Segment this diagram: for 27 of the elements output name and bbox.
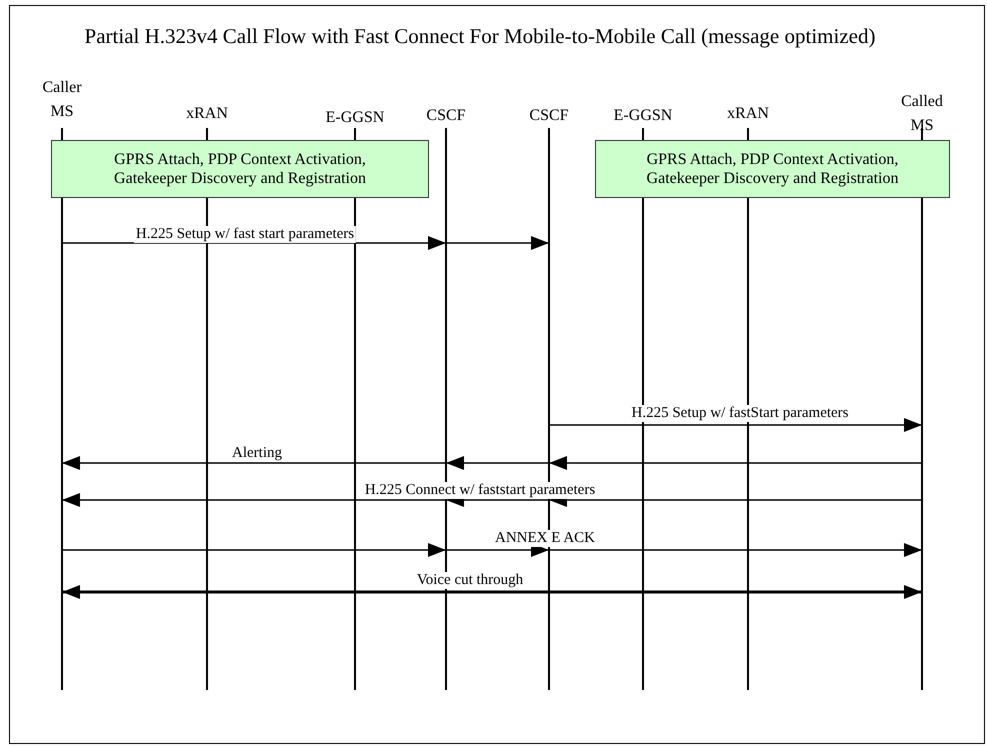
message-arrow bbox=[446, 236, 549, 250]
process-box: GPRS Attach, PDP Context Activation, Gatekeeper Discovery and Registration bbox=[51, 140, 429, 198]
edge-label: H.225 Connect w/ faststart parameters bbox=[362, 482, 598, 499]
lifeline-label: Called MS bbox=[900, 92, 944, 136]
message-arrow bbox=[549, 456, 922, 470]
message-arrow bbox=[62, 543, 446, 557]
edge-label: H.225 Setup w/ fast start parameters bbox=[134, 226, 356, 243]
edge-label: Voice cut through bbox=[414, 572, 526, 589]
message-arrow bbox=[549, 418, 922, 432]
message-arrow bbox=[62, 456, 446, 470]
message-arrow bbox=[549, 543, 922, 557]
edge-label: ANNEX E ACK bbox=[493, 530, 597, 547]
edge-label: Alerting bbox=[230, 445, 284, 462]
message-arrow bbox=[62, 236, 446, 250]
message-arrow bbox=[62, 493, 446, 507]
diagram-title: Partial H.323v4 Call Flow with Fast Connect For Mobile-to-Mobile Call (message optimized) bbox=[84, 23, 876, 50]
lifeline-label: E-GGSN bbox=[612, 106, 674, 126]
lifeline-label: xRAN bbox=[185, 104, 229, 124]
lifeline-label: CSCF bbox=[425, 106, 467, 126]
process-box: GPRS Attach, PDP Context Activation, Gatekeeper Discovery and Registration bbox=[595, 140, 950, 198]
lifeline-label: Caller MS bbox=[41, 78, 83, 122]
message-arrow bbox=[62, 585, 922, 599]
lifeline-label: E-GGSN bbox=[324, 108, 386, 128]
lifeline-label: CSCF bbox=[528, 106, 570, 126]
message-arrow bbox=[446, 456, 549, 470]
edge-label: H.225 Setup w/ fastStart parameters bbox=[629, 405, 851, 422]
lifeline-label: xRAN bbox=[726, 104, 770, 124]
